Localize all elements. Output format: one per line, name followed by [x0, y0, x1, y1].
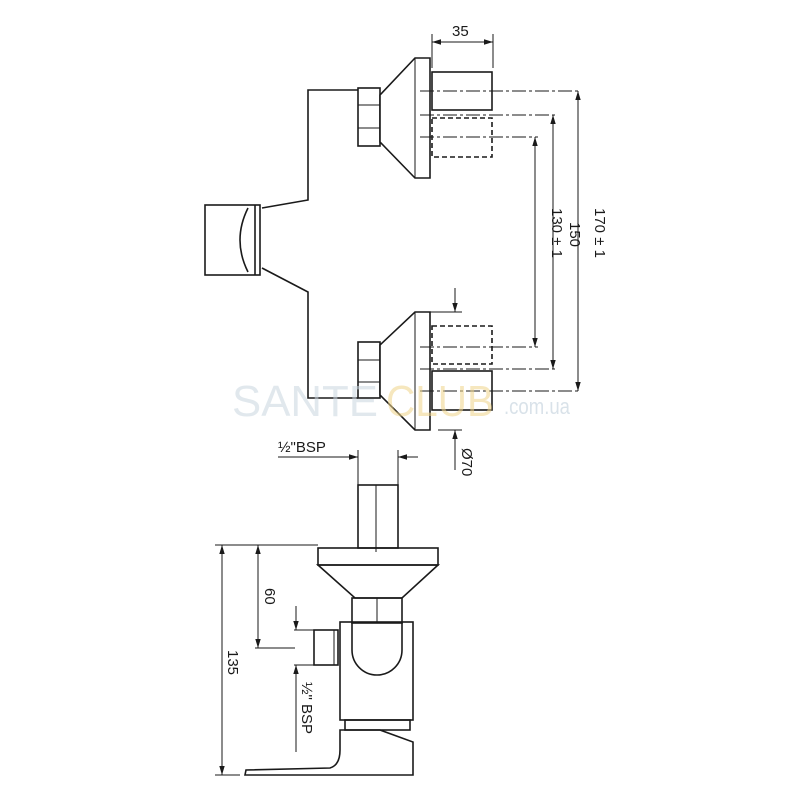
top-view: 35 170 ± 1 150 130 ± 1 Ø70 — [204, 23, 608, 476]
watermark: SANTE CLUB .com.ua — [232, 377, 571, 426]
inlet-pipe — [357, 484, 399, 549]
mixer-body-outline — [261, 89, 358, 399]
watermark-part2: CLUB — [386, 377, 494, 426]
thread-top-label: ½"BSP — [278, 439, 326, 456]
lever-foot — [244, 729, 414, 776]
watermark-part1: SANTE — [232, 377, 378, 426]
flange-upper — [379, 57, 431, 179]
side-outlet — [313, 629, 339, 666]
flange-cone — [315, 564, 441, 599]
dim-offset: 60 — [261, 588, 278, 605]
watermark-domain: .com.ua — [504, 394, 571, 419]
nut-upper — [357, 87, 381, 147]
dim-diameter: Ø70 — [458, 448, 475, 476]
dim-middle: 150 — [566, 222, 583, 247]
inlet-pipe-lower-alt — [431, 325, 493, 365]
dim-inner: 130 ± 1 — [548, 208, 565, 258]
side-view: ½"BSP 135 60 ½" BSP — [215, 439, 441, 776]
flange — [317, 547, 439, 566]
handle — [204, 204, 261, 276]
dim-height: 135 — [224, 650, 241, 675]
base-ring — [344, 719, 411, 731]
body-dome — [351, 622, 403, 676]
handle-curve — [239, 207, 249, 273]
dim-outer: 170 ± 1 — [591, 208, 608, 258]
dim-width: 35 — [452, 23, 469, 40]
thread-side-label: ½" BSP — [298, 682, 315, 734]
